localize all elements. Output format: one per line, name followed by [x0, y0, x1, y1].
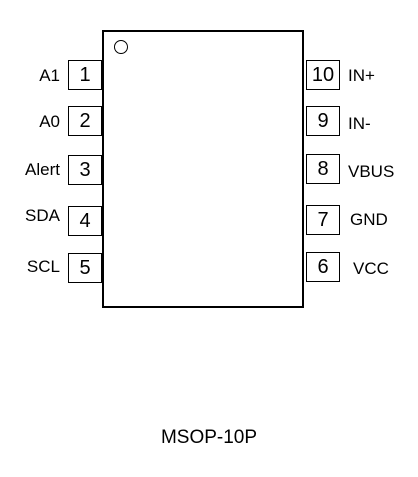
pin-name-left-5: SCL [26, 257, 60, 276]
chip-body [102, 30, 304, 308]
pin-name-left-4: SDA [25, 206, 60, 225]
pin-box-left-3: 3 [68, 155, 102, 185]
package-label: MSOP-10P [160, 427, 258, 448]
pin-box-left-2: 2 [68, 106, 102, 136]
pin-name-right-10: IN+ [348, 66, 375, 85]
pin-name-right-9: IN- [348, 114, 371, 133]
pin-box-left-1: 1 [68, 60, 102, 90]
pin-box-right-6: 6 [306, 252, 340, 282]
pin-name-left-3: Alert [25, 160, 60, 179]
pin-box-right-9: 9 [306, 106, 340, 136]
pin-box-right-7: 7 [306, 205, 340, 235]
pin-name-right-7: GND [350, 210, 388, 229]
pin-name-left-2: A0 [39, 112, 60, 131]
pin-name-right-6: VCC [353, 259, 389, 278]
pin-box-left-5: 5 [68, 253, 102, 283]
pin-box-left-4: 4 [68, 206, 102, 236]
pin-name-left-1: A1 [39, 66, 60, 85]
pin1-marker-icon [114, 40, 128, 54]
pin-box-right-10: 10 [306, 60, 340, 90]
pin-name-right-8: VBUS [348, 162, 395, 181]
pin-box-right-8: 8 [306, 154, 340, 184]
